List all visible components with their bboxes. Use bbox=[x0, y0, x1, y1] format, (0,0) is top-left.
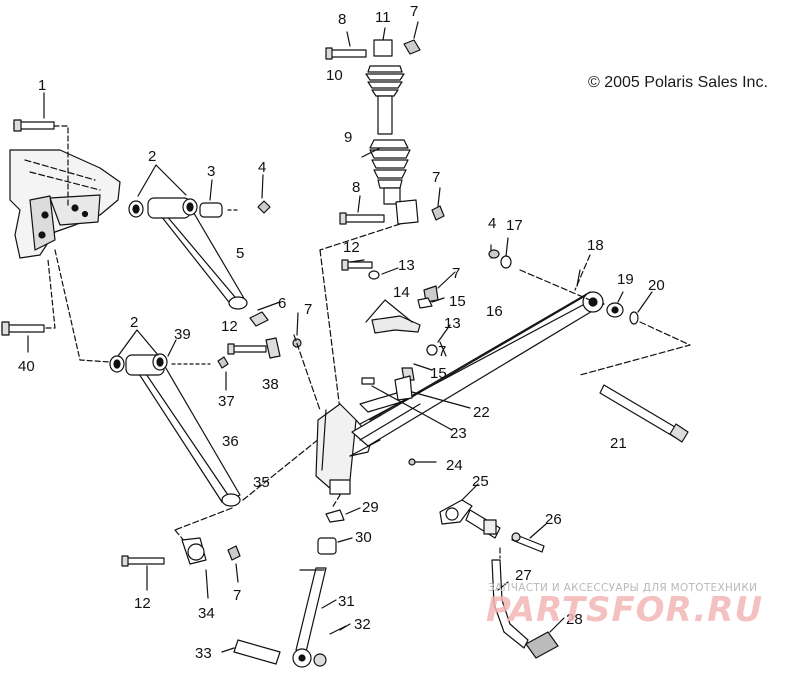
callout-5: 5 bbox=[236, 245, 244, 262]
callout-8-mid: 8 bbox=[352, 179, 360, 196]
callout-12: 12 bbox=[221, 318, 238, 335]
callout-13-lower: 13 bbox=[444, 315, 461, 332]
callout-23: 23 bbox=[450, 425, 467, 442]
callout-6: 6 bbox=[278, 295, 286, 312]
callout-22: 22 bbox=[473, 404, 490, 421]
callout-16: 16 bbox=[486, 303, 503, 320]
callout-7-lower: 7 bbox=[438, 343, 446, 360]
callout-4: 4 bbox=[258, 159, 266, 176]
callout-labels: 1 2 3 4 5 6 7 2 39 12 38 37 40 36 35 12 … bbox=[18, 3, 665, 662]
callout-24: 24 bbox=[446, 457, 463, 474]
callout-36: 36 bbox=[222, 433, 239, 450]
watermark-tagline: ЗАПЧАСТИ И АКСЕССУАРЫ ДЛЯ МОТОТЕХНИКИ bbox=[488, 582, 758, 594]
callout-29: 29 bbox=[362, 499, 379, 516]
steering-bracket bbox=[341, 259, 439, 401]
callout-1: 1 bbox=[38, 77, 46, 94]
callout-26: 26 bbox=[545, 511, 562, 528]
callout-28: 28 bbox=[566, 611, 583, 628]
callout-35: 35 bbox=[253, 474, 270, 491]
ball-joint-34 bbox=[121, 537, 241, 567]
callout-19: 19 bbox=[617, 271, 634, 288]
callout-21: 21 bbox=[610, 435, 627, 452]
callout-34: 34 bbox=[198, 605, 215, 622]
callout-40: 40 bbox=[18, 358, 35, 375]
callout-12-bottom: 12 bbox=[134, 595, 151, 612]
callout-11: 11 bbox=[375, 9, 391, 26]
callout-32: 32 bbox=[354, 616, 371, 633]
callout-7-mid: 7 bbox=[432, 169, 440, 186]
callout-38: 38 bbox=[262, 376, 279, 393]
watermark-logo: PARTSFOR.RU bbox=[486, 590, 764, 630]
upper-a-arm bbox=[128, 197, 248, 310]
callout-37: 37 bbox=[218, 393, 235, 410]
callout-2: 2 bbox=[148, 148, 156, 165]
spindle bbox=[315, 391, 409, 495]
copyright-notice: © 2005 Polaris Sales Inc. bbox=[588, 74, 768, 91]
callout-10: 10 bbox=[326, 67, 343, 84]
frame-section bbox=[9, 149, 121, 259]
callout-20: 20 bbox=[648, 277, 665, 294]
callout-7-right: 7 bbox=[452, 265, 460, 282]
callout-9: 9 bbox=[344, 129, 352, 146]
callout-7-top: 7 bbox=[410, 3, 418, 20]
lower-a-arm bbox=[109, 353, 241, 507]
callout-7: 7 bbox=[304, 301, 312, 318]
callout-2-lower: 2 bbox=[130, 314, 138, 331]
bolt-1 bbox=[13, 92, 55, 132]
callout-7-bottom: 7 bbox=[233, 587, 241, 604]
callout-30: 30 bbox=[355, 529, 372, 546]
callout-8: 8 bbox=[338, 11, 346, 28]
callout-15: 15 bbox=[449, 293, 466, 310]
bolt-21 bbox=[599, 384, 689, 443]
shock-absorber bbox=[325, 39, 445, 225]
callout-17: 17 bbox=[506, 217, 523, 234]
callout-13: 13 bbox=[398, 257, 415, 274]
callout-14: 14 bbox=[393, 284, 410, 301]
callout-4-right: 4 bbox=[488, 215, 496, 232]
callout-33: 33 bbox=[195, 645, 212, 662]
trailing-arm bbox=[349, 291, 605, 457]
callout-18: 18 bbox=[587, 237, 604, 254]
callout-31: 31 bbox=[338, 593, 355, 610]
callout-15-lower: 15 bbox=[430, 365, 447, 382]
callout-12-mid: 12 bbox=[343, 239, 360, 256]
steering-arm-assembly bbox=[439, 499, 559, 659]
callout-27: 27 bbox=[515, 567, 532, 584]
callout-39: 39 bbox=[174, 326, 191, 343]
callout-3: 3 bbox=[207, 163, 215, 180]
bolt-40 bbox=[1, 321, 45, 353]
callout-25: 25 bbox=[472, 473, 489, 490]
tie-rod bbox=[233, 509, 347, 668]
